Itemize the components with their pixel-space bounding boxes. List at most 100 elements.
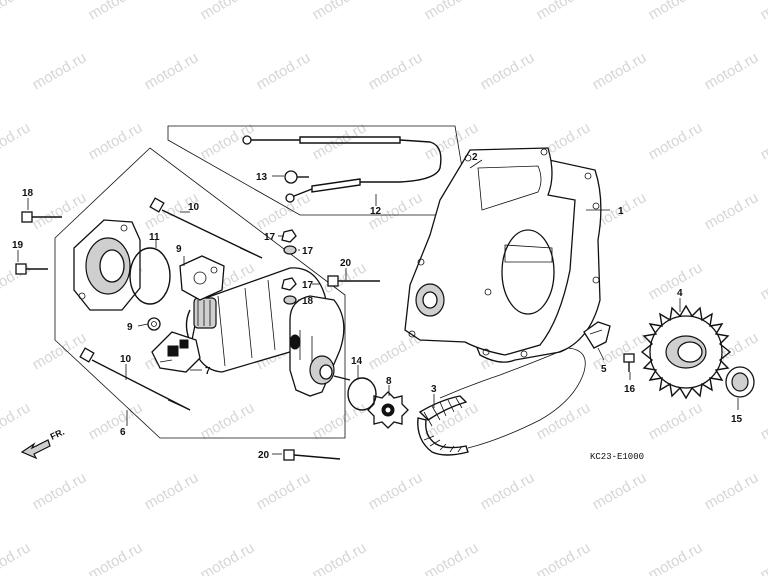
washer-18-upper bbox=[283, 245, 297, 255]
callout-1: 1 bbox=[618, 206, 624, 217]
long-bolt-lower bbox=[79, 347, 191, 411]
watermark-text: motod.ru bbox=[254, 469, 314, 513]
long-bolt-upper bbox=[149, 197, 263, 259]
callout-17-mid: 17 bbox=[302, 280, 314, 291]
bolt-19-lower bbox=[15, 263, 48, 275]
nut-17-upper bbox=[281, 229, 297, 243]
callout-11: 11 bbox=[149, 232, 160, 243]
cover-plate bbox=[404, 147, 576, 358]
watermark-text: motod.ru bbox=[30, 329, 90, 373]
watermark-text: motod.ru bbox=[30, 189, 90, 233]
watermark-text: motod.ru bbox=[0, 0, 33, 23]
watermark-text: motod.ru bbox=[758, 119, 768, 163]
watermark-text: motod.ru bbox=[590, 49, 650, 93]
callout-14: 14 bbox=[351, 356, 363, 367]
watermark-text: motod.ru bbox=[366, 469, 426, 513]
watermark-text: motod.ru bbox=[86, 0, 146, 23]
callout-20-lower: 20 bbox=[258, 450, 270, 461]
watermark-text: motod.ru bbox=[86, 119, 146, 163]
watermark-text: motod.ru bbox=[646, 0, 706, 23]
watermark-text: motod.ru bbox=[646, 119, 706, 163]
callout-12: 12 bbox=[370, 206, 382, 217]
watermark-text: motod.ru bbox=[310, 539, 370, 576]
watermark-text: motod.ru bbox=[86, 539, 146, 576]
watermark-text: motod.ru bbox=[478, 49, 538, 93]
callout-16: 16 bbox=[624, 384, 636, 395]
callout-5: 5 bbox=[601, 364, 607, 375]
callout-20-upper: 20 bbox=[340, 258, 352, 269]
starter-end-cover bbox=[73, 219, 141, 311]
callout-6: 6 bbox=[120, 427, 126, 438]
front-direction-label: FR. bbox=[49, 427, 66, 442]
callout-19-lower: 19 bbox=[12, 240, 24, 251]
bolt-20-upper bbox=[327, 275, 380, 287]
callout-8: 8 bbox=[386, 376, 392, 387]
watermark-text: motod.ru bbox=[198, 539, 258, 576]
callout-18-upper: 17 bbox=[302, 246, 314, 257]
brush-plate bbox=[179, 255, 225, 301]
watermark-text: motod.ru bbox=[758, 539, 768, 576]
nut-17-lower bbox=[281, 277, 297, 291]
callout-15: 15 bbox=[731, 414, 743, 425]
watermark-text: motod.ru bbox=[534, 399, 594, 443]
brush-holder bbox=[151, 331, 201, 373]
watermark-text: motod.ru bbox=[758, 0, 768, 23]
watermark-text: motod.ru bbox=[254, 49, 314, 93]
watermark-text: motod.ru bbox=[254, 189, 314, 233]
watermark-text: motod.ru bbox=[758, 399, 768, 443]
starter-motor bbox=[185, 267, 351, 397]
driven-sprocket bbox=[640, 304, 732, 400]
callout-9-upper: 9 bbox=[176, 244, 182, 255]
callout-9-lower: 9 bbox=[127, 322, 133, 333]
leader-lines bbox=[17, 159, 739, 455]
watermark-text: motod.ru bbox=[0, 399, 33, 443]
watermark-text: motod.ru bbox=[702, 189, 762, 233]
watermark-text: motod.ru bbox=[534, 539, 594, 576]
watermark-text: motod.ru bbox=[758, 259, 768, 303]
watermark-text: motod.ru bbox=[646, 399, 706, 443]
callout-2: 2 bbox=[472, 152, 478, 163]
front-direction-arrow bbox=[20, 439, 51, 460]
watermark-text: motod.ru bbox=[590, 469, 650, 513]
watermark-text: motod.ru bbox=[422, 539, 482, 576]
washer-18-lower bbox=[283, 295, 297, 305]
watermark-text: motod.ru bbox=[198, 0, 258, 23]
drawing-code: KC23-E1000 bbox=[590, 452, 644, 462]
watermark-text: motod.ru bbox=[142, 49, 202, 93]
starter-cable bbox=[242, 135, 442, 203]
bolt-20-lower bbox=[283, 449, 341, 461]
watermark-text: motod.ru bbox=[142, 469, 202, 513]
watermark-text: motod.ru bbox=[366, 49, 426, 93]
watermark-text: motod.ru bbox=[646, 539, 706, 576]
lock-plate bbox=[583, 321, 611, 349]
watermark-text: motod.ru bbox=[422, 0, 482, 23]
oil-seal bbox=[725, 366, 755, 398]
drive-chain bbox=[417, 347, 586, 456]
callout-7: 7 bbox=[205, 366, 211, 377]
callout-4: 4 bbox=[677, 288, 683, 299]
callout-10-lower: 10 bbox=[120, 354, 132, 365]
watermark-text: motod.ru bbox=[30, 49, 90, 93]
o-ring-14 bbox=[347, 377, 377, 411]
callout-19-upper: 18 bbox=[22, 188, 34, 199]
cable-harness-outline bbox=[167, 125, 471, 216]
watermark-text: motod.ru bbox=[198, 399, 258, 443]
watermark-text: motod.ru bbox=[86, 399, 146, 443]
starter-assembly-outline bbox=[54, 147, 346, 439]
watermark-text: motod.ru bbox=[310, 0, 370, 23]
watermark-text: motod.ru bbox=[0, 119, 33, 163]
callout-10-upper: 10 bbox=[188, 202, 200, 213]
starter-pinion bbox=[193, 297, 217, 329]
watermark-text: motod.ru bbox=[478, 469, 538, 513]
sprocket-bolt bbox=[623, 353, 635, 372]
callout-3: 3 bbox=[431, 384, 437, 395]
o-ring-11 bbox=[129, 247, 171, 305]
callout-18-lower: 18 bbox=[302, 296, 314, 307]
callout-13: 13 bbox=[256, 172, 268, 183]
watermark-text: motod.ru bbox=[646, 259, 706, 303]
watermark-text: motod.ru bbox=[30, 469, 90, 513]
bolt-19-upper bbox=[21, 211, 62, 223]
watermark-text: motod.ru bbox=[534, 0, 594, 23]
watermark-text: motod.ru bbox=[310, 399, 370, 443]
